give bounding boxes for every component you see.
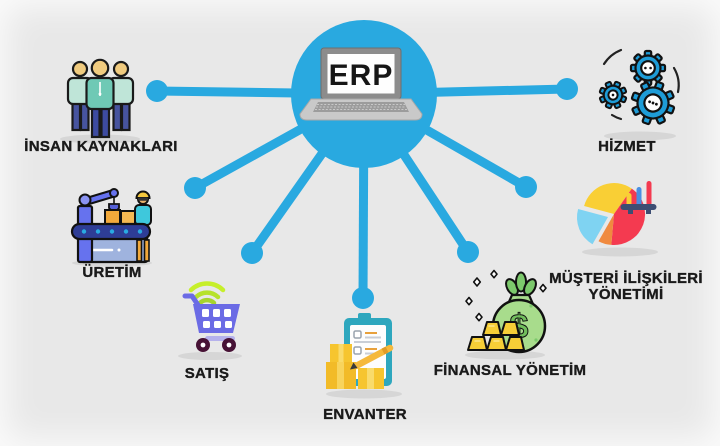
spoke-dot <box>352 287 374 309</box>
icon-shadow <box>604 131 676 141</box>
pie-chart-icon <box>576 181 657 246</box>
spoke-dot <box>184 177 206 199</box>
icon-shadow <box>178 352 242 360</box>
icon-shadows <box>60 131 676 399</box>
gears-icon <box>598 48 680 126</box>
label-finansal-yonetim: FİNANSAL YÖNETİM <box>433 362 587 379</box>
icon-shadow <box>60 134 140 144</box>
label-satis: SATIŞ <box>184 365 230 382</box>
label-musteri-iliskileri-yonetimi: MÜŞTERİ İLİŞKİLERİ YÖNETİMİ <box>549 270 703 303</box>
people-icon <box>66 58 135 139</box>
icon-shadow <box>582 247 658 257</box>
spoke-dot <box>241 242 263 264</box>
production-line-icon <box>70 188 152 264</box>
spoke-dot <box>515 176 537 198</box>
label-hizmet: HİZMET <box>598 138 656 155</box>
label-insan-kaynaklari: İNSAN KAYNAKLARI <box>24 138 178 155</box>
erp-title: ERP <box>329 59 394 92</box>
laptop-icon: ERP <box>299 47 423 121</box>
label-uretim: ÜRETİM <box>82 264 142 281</box>
shopping-cart-icon <box>182 281 240 352</box>
spoke-dot <box>556 78 578 100</box>
label-envanter: ENVANTER <box>323 406 407 423</box>
icon-shadow <box>326 389 402 399</box>
inventory-clipboard-icon <box>326 313 394 389</box>
money-bag-icon: $ <box>465 269 547 354</box>
spoke-dot <box>457 241 479 263</box>
spoke-dots <box>146 78 578 309</box>
icon-shadow <box>465 350 545 360</box>
spoke-dot <box>146 80 168 102</box>
